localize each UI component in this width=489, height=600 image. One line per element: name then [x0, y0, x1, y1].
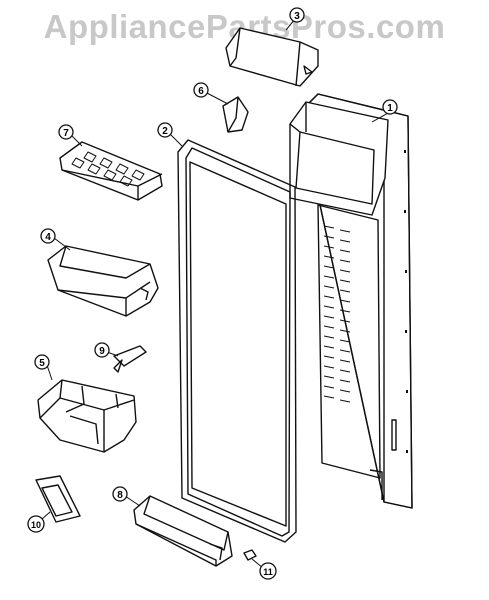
- callout-6: 6: [198, 86, 204, 97]
- small-shelf-part: [133, 495, 233, 567]
- callout-3: 3: [294, 11, 300, 22]
- callout-8: 8: [117, 490, 123, 501]
- callout-9: 9: [99, 346, 105, 357]
- cap-part: [222, 96, 249, 133]
- door-liner-part: [289, 93, 413, 509]
- callout-10: 10: [31, 520, 41, 530]
- ice-tray-part: [59, 141, 163, 201]
- screw-part: [243, 549, 257, 561]
- callout-11: 11: [263, 567, 273, 577]
- leader-lines: [41, 18, 391, 569]
- callout-4: 4: [45, 232, 51, 243]
- callout-1: 1: [387, 103, 393, 114]
- dairy-door-part: [225, 27, 319, 87]
- clip-part: [113, 345, 147, 373]
- door-bin-double-part: [37, 379, 137, 453]
- small-frame-part: [35, 475, 81, 523]
- door-bin-large-part: [47, 245, 159, 317]
- door-gasket-part: [177, 139, 297, 543]
- callout-2: 2: [162, 126, 168, 137]
- callout-7: 7: [63, 128, 69, 139]
- callout-5: 5: [39, 358, 45, 369]
